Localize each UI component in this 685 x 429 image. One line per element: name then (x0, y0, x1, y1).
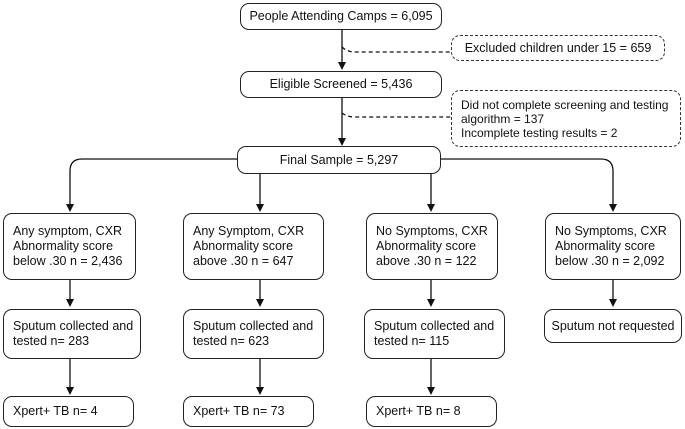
not-completed-line-1: Did not complete screening and testing (461, 97, 669, 112)
box-sputum-3: Sputum collected and tested n= 115 (364, 309, 505, 359)
box-group-1: Any symptom, CXR Abnormality score below… (3, 213, 136, 280)
xpert-2-text: Xpert+ TB n= 73 (193, 404, 285, 418)
sputum-3-line-2: tested n= 115 (374, 334, 450, 348)
box-sputum-4: Sputum not requested (544, 309, 682, 343)
branch-col4 (441, 158, 617, 212)
group-1-line-2: Abnormality score (13, 239, 114, 253)
xpert-3-text: Xpert+ TB n= 8 (376, 404, 461, 418)
dashed-branch-excluded (341, 46, 451, 53)
sputum-3-line-1: Sputum collected and (374, 319, 495, 333)
box-people-attending: People Attending Camps = 6,095 (240, 3, 442, 30)
not-completed-line-2: algorithm = 137 (461, 111, 545, 126)
group-3-line-2: Abnormality score (376, 239, 477, 253)
box-sputum-2: Sputum collected and tested n= 623 (183, 309, 324, 359)
group-4-line-3: below .30 n = 2,092 (555, 254, 665, 268)
sputum-2-line-1: Sputum collected and (193, 319, 314, 333)
people-attending-text: People Attending Camps = 6,095 (249, 9, 433, 23)
branch-col1 (66, 158, 237, 212)
excluded-children-text: Excluded children under 15 = 659 (464, 40, 652, 55)
group-4-line-2: Abnormality score (555, 239, 656, 253)
box-xpert-2: Xpert+ TB n= 73 (183, 396, 314, 427)
sputum-2-line-2: tested n= 623 (193, 334, 270, 348)
box-excluded-children: Excluded children under 15 = 659 (451, 35, 665, 61)
group-3-line-3: above .30 n = 122 (376, 254, 477, 268)
sputum-1-line-2: tested n= 283 (13, 334, 90, 348)
box-sputum-1: Sputum collected and tested n= 283 (3, 309, 141, 359)
box-group-4: No Symptoms, CXR Abnormality score below… (545, 213, 681, 280)
not-completed-line-3: Incomplete testing results = 2 (461, 125, 618, 140)
sputum-4-text: Sputum not requested (551, 318, 675, 333)
box-group-2: Any Symptom, CXR Abnormality score above… (183, 213, 324, 280)
dashed-branch-not-complete (341, 112, 451, 118)
group-1-line-1: Any symptom, CXR (13, 224, 123, 238)
box-group-3: No Symptoms, CXR Abnormality score above… (366, 213, 498, 280)
box-not-completed: Did not complete screening and testing a… (451, 90, 681, 147)
final-sample-text: Final Sample = 5,297 (279, 152, 399, 167)
group-4-line-1: No Symptoms, CXR (555, 224, 667, 238)
sputum-1-line-1: Sputum collected and (13, 319, 134, 333)
box-xpert-3: Xpert+ TB n= 8 (366, 396, 497, 427)
group-3-line-1: No Symptoms, CXR (376, 224, 488, 238)
xpert-1-text: Xpert+ TB n= 4 (13, 404, 98, 418)
box-xpert-1: Xpert+ TB n= 4 (3, 396, 134, 427)
box-final-sample: Final Sample = 5,297 (237, 146, 441, 174)
group-1-line-3: below .30 n = 2,436 (13, 254, 123, 268)
group-2-line-3: above .30 n = 647 (193, 254, 294, 268)
eligible-screened-text: Eligible Screened = 5,436 (269, 77, 413, 91)
box-eligible-screened: Eligible Screened = 5,436 (240, 71, 442, 98)
group-2-line-1: Any Symptom, CXR (193, 224, 305, 238)
group-2-line-2: Abnormality score (193, 239, 294, 253)
